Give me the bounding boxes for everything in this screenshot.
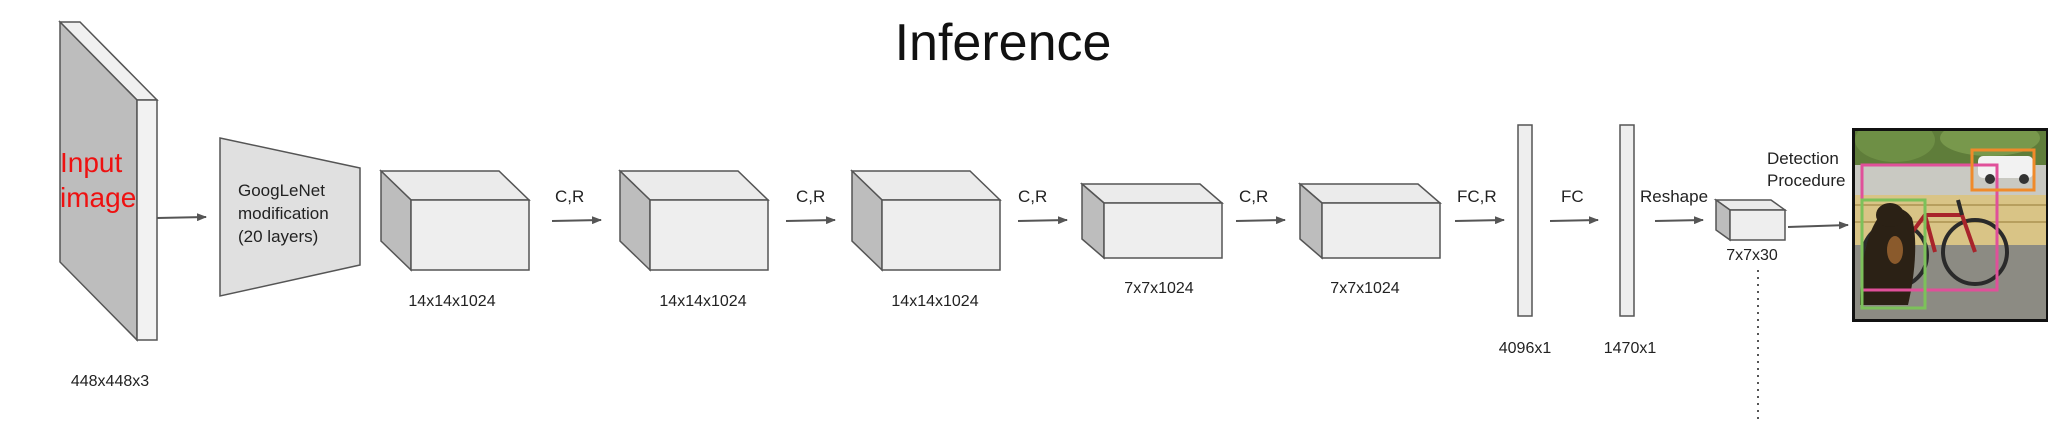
fc-1-dims: 4096x1 [1499, 340, 1552, 357]
op-label-3: C,R [1018, 187, 1047, 206]
arrow-fc2-to-output [1654, 216, 1704, 225]
arrow-fc1-to-fc2 [1549, 216, 1599, 225]
conv-block-5 [1297, 182, 1443, 260]
output-tensor [1713, 198, 1788, 242]
conv-block-2 [618, 169, 770, 272]
detection-line2: Procedure [1767, 171, 1845, 190]
arrow-block2-to-block3 [785, 216, 836, 225]
input-dims-label: 448x448x3 [71, 373, 149, 390]
op-label-6: FC [1561, 187, 1584, 206]
conv-block-1 [379, 169, 531, 272]
op-label-2: C,R [796, 187, 825, 206]
googlenet-block [219, 137, 361, 297]
block-3-dims: 14x14x1024 [891, 293, 978, 310]
detection-result-image [1852, 128, 2048, 322]
arrow-input-to-googlenet [156, 213, 207, 222]
block-1-dims: 14x14x1024 [408, 293, 495, 310]
conv-block-3 [850, 169, 1002, 272]
op-label-1: C,R [555, 187, 584, 206]
googlenet-line3: (20 layers) [238, 227, 318, 246]
detection-line1: Detection [1767, 149, 1839, 168]
arrow-block1-to-block2 [551, 216, 602, 225]
input-label-line2: image [60, 182, 136, 213]
googlenet-line2: modification [238, 204, 329, 223]
block-4-dims: 7x7x1024 [1124, 280, 1193, 297]
fc-layer-4096 [1517, 124, 1533, 317]
conv-block-4 [1079, 182, 1225, 260]
arrow-block4-to-block5 [1235, 216, 1286, 225]
fc-2-dims: 1470x1 [1604, 340, 1657, 357]
arrow-output-to-detection [1787, 221, 1849, 230]
block-2-dims: 14x14x1024 [659, 293, 746, 310]
output-tensor-dims: 7x7x30 [1726, 247, 1778, 264]
op-label-7: Reshape [1640, 187, 1708, 206]
diagram-title: Inference [895, 14, 1112, 72]
fc-layer-1470 [1619, 124, 1635, 317]
input-label-line1: Input [60, 147, 122, 178]
op-label-4: C,R [1239, 187, 1268, 206]
block-5-dims: 7x7x1024 [1330, 280, 1399, 297]
input-image-slab [58, 20, 159, 342]
op-label-5: FC,R [1457, 187, 1497, 206]
arrow-block3-to-block4 [1017, 216, 1068, 225]
googlenet-line1: GoogLeNet [238, 181, 325, 200]
arrow-block5-to-fc1 [1454, 216, 1505, 225]
